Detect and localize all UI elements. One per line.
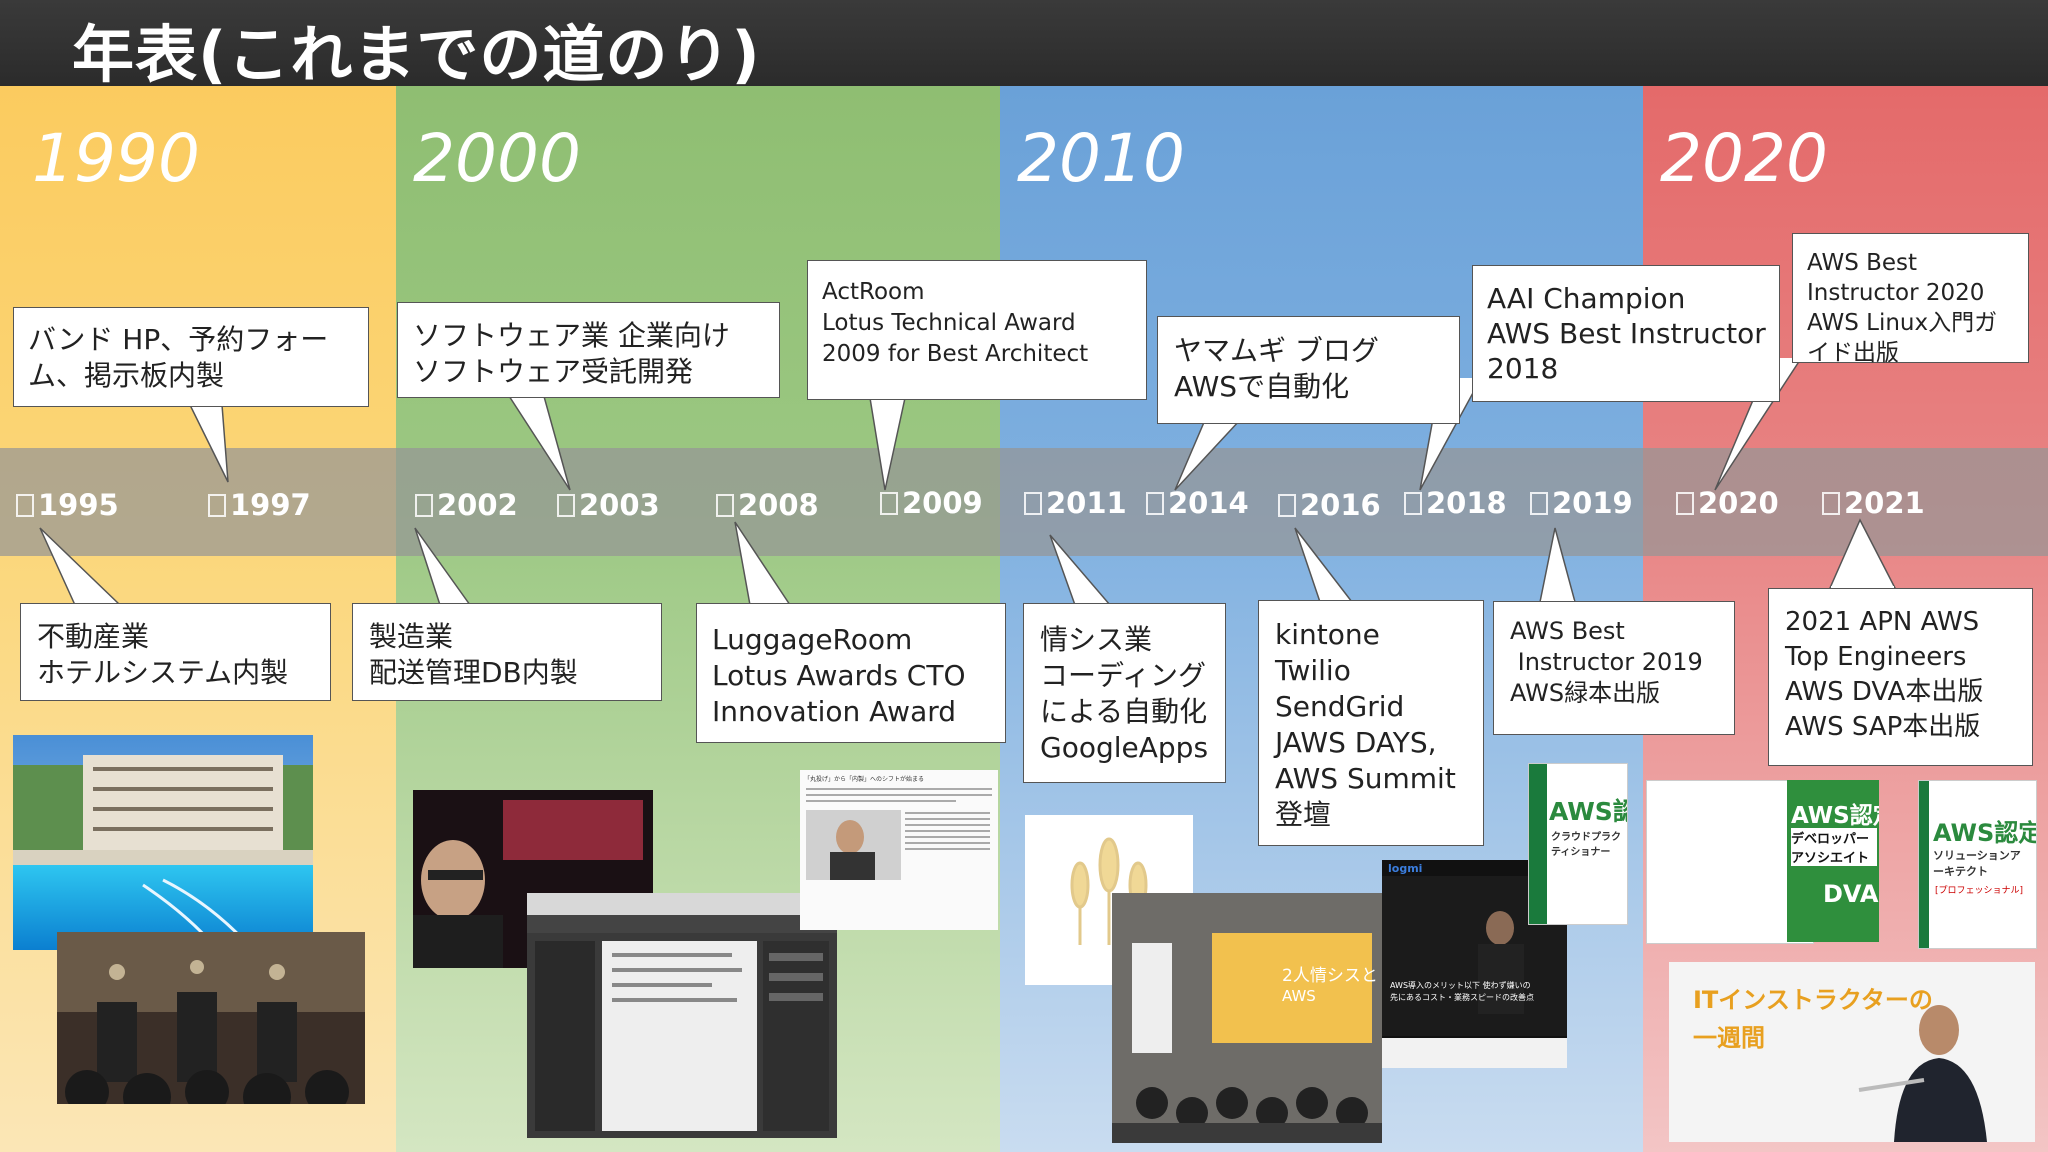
live-band-photo	[57, 932, 365, 1104]
year-label: 2009	[880, 486, 983, 520]
title-bar: 年表(これまでの道のり)	[0, 0, 2048, 91]
stage-talk-photo: 2人情シスと AWS	[1112, 893, 1382, 1143]
book1-subtitle: クラウドプラクティショナー	[1551, 832, 1621, 858]
stage-screen-text-1: 2人情シスと	[1282, 966, 1378, 986]
app-screenshot-photo	[527, 893, 837, 1138]
logmi-logo: logmi	[1388, 862, 1423, 875]
book2-subtitle: デベロッパーアソシエイト	[1791, 828, 1877, 866]
seminar-title-1: ITインストラクターの	[1693, 986, 1933, 1014]
book-cover-practitioner: AWS認定 クラウドプラクティショナー	[1528, 763, 1628, 925]
blank-page	[1646, 780, 1814, 944]
decade-label: 2010	[1017, 120, 1185, 197]
year-label: 2016	[1278, 488, 1381, 522]
seminar-photo: ITインストラクターの 一週間	[1669, 962, 2035, 1142]
decade-label: 2020	[1660, 120, 1828, 197]
book-cover-developer: AWS認定 デベロッパーアソシエイト DVA	[1787, 780, 1879, 942]
callout-software-contract: ソフトウェア業 企業向けソフトウェア受託開発	[397, 302, 780, 398]
book2-title: AWS認定	[1791, 803, 1879, 829]
year-label: 1997	[208, 488, 311, 522]
book3-subtitle: ソリューションアーキテクト	[1933, 849, 2021, 878]
year-label: 2002	[415, 488, 518, 522]
book3-badge: [プロフェッショナル]	[1935, 886, 2024, 896]
decade-label: 1990	[32, 120, 200, 197]
year-label: 2014	[1146, 486, 1249, 520]
year-label: 2020	[1676, 486, 1779, 520]
article-headline: 「丸投げ」から「内製」へのシフトが始まる	[804, 776, 925, 783]
year-label: 2018	[1404, 486, 1507, 520]
book1-title: AWS認定	[1549, 797, 1627, 826]
year-label: 2003	[557, 488, 660, 522]
magazine-article-photo: 「丸投げ」から「内製」へのシフトが始まる	[800, 770, 998, 930]
book2-badge: DVA	[1823, 880, 1879, 908]
logmi-caption-2: 先にあるコスト・業務スピードの改善点	[1390, 993, 1534, 1002]
stage-screen-text-2: AWS	[1282, 987, 1316, 1005]
book3-title: AWS認定	[1933, 819, 2037, 847]
decade-label: 2000	[413, 120, 581, 197]
year-label: 2008	[716, 488, 819, 522]
year-label: 2019	[1530, 486, 1633, 520]
year-label: 1995	[16, 488, 119, 522]
year-label: 2021	[1822, 486, 1925, 520]
hotel-pool-photo	[13, 735, 313, 950]
page-title: 年表(これまでの道のり)	[72, 18, 761, 91]
seminar-title-2: 一週間	[1693, 1024, 1765, 1052]
logmi-caption-1: AWS導入のメリット以下 使わず嫌いの	[1390, 981, 1531, 990]
book-cover-sap: AWS認定 ソリューションアーキテクト [プロフェッショナル]	[1918, 780, 2037, 949]
callout-manufacturing: 製造業配送管理DB内製	[352, 603, 662, 701]
callout-band-hp: バンド HP、予約フォーム、掲示板内製	[13, 307, 369, 407]
callout-real-estate: 不動産業ホテルシステム内製	[20, 603, 331, 701]
year-label: 2011	[1024, 486, 1127, 520]
